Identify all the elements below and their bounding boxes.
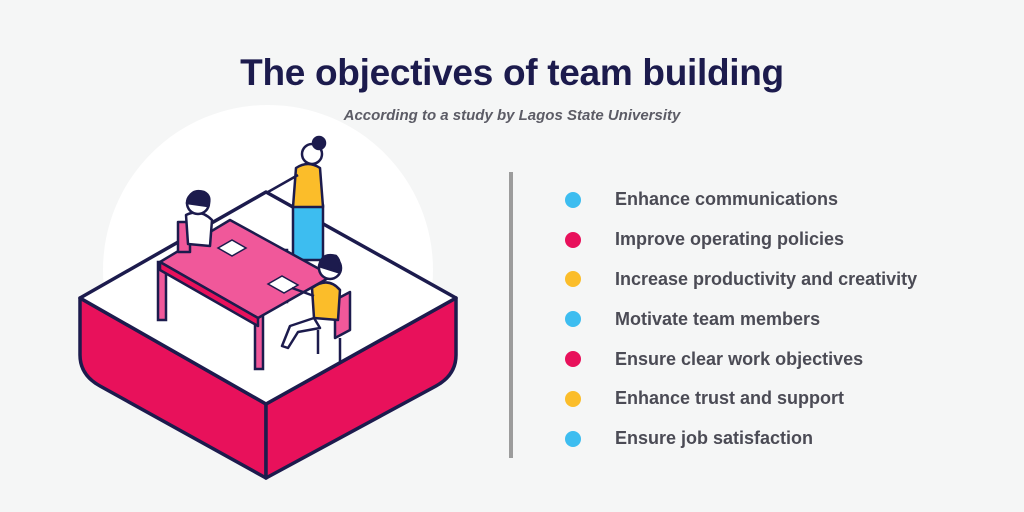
- bullet-dot-icon: [565, 271, 581, 288]
- bullet-dot-icon: [565, 311, 581, 328]
- objective-item: Motivate team members: [565, 299, 917, 339]
- team-meeting-illustration: [78, 135, 458, 480]
- paper-1: [216, 239, 248, 257]
- bullet-dot-icon: [565, 351, 581, 368]
- platform-right-face: [264, 296, 458, 480]
- objective-item: Enhance trust and support: [565, 379, 917, 419]
- bullet-dot-icon: [565, 191, 581, 208]
- page-title: The objectives of team building: [240, 52, 784, 93]
- objective-item: Ensure clear work objectives: [565, 339, 917, 379]
- standing-person: [267, 135, 327, 262]
- bullet-dot-icon: [565, 430, 581, 447]
- objective-label: Enhance trust and support: [615, 388, 845, 409]
- bullet-dot-icon: [565, 390, 581, 407]
- page-subtitle: According to a study by Lagos State Univ…: [343, 107, 681, 124]
- objective-label: Motivate team members: [615, 308, 821, 329]
- seated-person-right: [280, 253, 352, 362]
- seated-person-left: [176, 189, 214, 254]
- objective-label: Ensure clear work objectives: [615, 348, 864, 369]
- objective-item: Ensure job satisfaction: [565, 419, 917, 459]
- platform-left-face: [78, 296, 268, 480]
- objective-item: Enhance communications: [565, 180, 917, 220]
- objective-label: Increase productivity and creativity: [615, 268, 918, 289]
- objective-item: Improve operating policies: [565, 220, 917, 260]
- paper-2: [266, 275, 300, 294]
- objective-label: Enhance communications: [615, 189, 839, 210]
- bullet-dot-icon: [565, 231, 581, 248]
- objective-label: Ensure job satisfaction: [615, 428, 814, 449]
- objective-item: Increase productivity and creativity: [565, 260, 917, 300]
- vertical-divider: [509, 172, 513, 458]
- objective-label: Improve operating policies: [615, 229, 845, 250]
